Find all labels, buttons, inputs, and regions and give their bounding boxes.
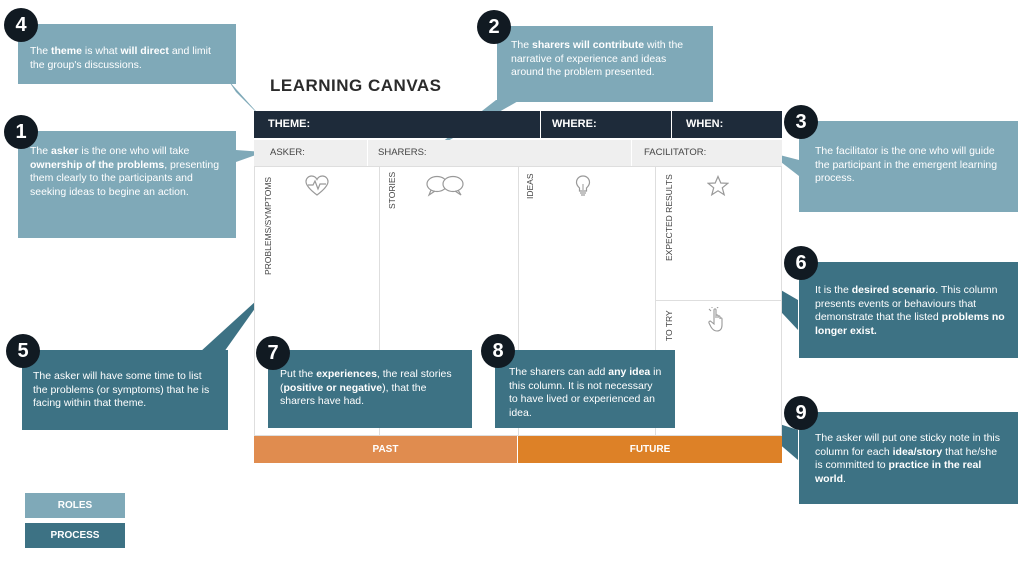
- callout-stories: Put the experiences, the real stories (p…: [268, 350, 472, 428]
- callout-text: ), that the sharers have had.: [280, 381, 427, 408]
- header-divider: [671, 111, 672, 138]
- callout-text: The asker will have some time to list th…: [33, 370, 210, 409]
- roles-divider: [631, 140, 632, 166]
- badge-7: 7: [256, 336, 290, 370]
- callout-bold: idea/story: [892, 445, 943, 458]
- ideas-column-label: IDEAS: [525, 173, 535, 199]
- badge-6: 6: [784, 246, 818, 280]
- column-divider: [518, 167, 519, 435]
- callout-text: The: [30, 145, 52, 157]
- theme-label: THEME:: [268, 118, 311, 130]
- callout-bold: problems no longer exist.: [815, 311, 1005, 337]
- callout-bold: experiences: [316, 368, 377, 380]
- canvas-title: LEARNING CANVAS: [270, 76, 442, 95]
- badge-3: 3: [784, 105, 818, 139]
- legend-roles: ROLES: [25, 493, 125, 518]
- callout-text: The facilitator is the one who will guid…: [815, 145, 998, 184]
- header-bar: THEME: WHERE: WHEN:: [254, 111, 782, 138]
- callout-bold: ownership of the problems: [30, 158, 165, 171]
- callout-text: Put the: [280, 368, 317, 380]
- callout-bold: will direct: [120, 45, 169, 57]
- callout-bold: theme: [51, 45, 82, 57]
- callout-text: with the narrative of experience and ide…: [511, 39, 684, 78]
- callout-text: The asker will put one sticky note in th…: [815, 432, 1001, 458]
- callout-bold: any idea: [608, 366, 651, 378]
- callout-ideas: The sharers can add any idea in this col…: [495, 350, 675, 428]
- when-label: WHEN:: [686, 118, 724, 130]
- callout-text: .: [843, 472, 846, 485]
- to-try-column-label: TO TRY: [664, 310, 674, 341]
- callout-bold: desired scenario: [851, 284, 936, 296]
- stories-column-label: STORIES: [387, 171, 397, 209]
- callout-bold: practice in the real world: [815, 459, 982, 485]
- badge-1: 1: [4, 115, 38, 149]
- legend-process: PROCESS: [25, 523, 125, 548]
- past-bar: PAST: [254, 436, 517, 463]
- badge-5: 5: [6, 334, 40, 368]
- callout-expected-results: It is the desired scenario. This column …: [799, 262, 1018, 358]
- callout-text: It is the: [815, 284, 852, 296]
- callout-text: The sharers can add: [509, 366, 609, 378]
- roles-divider: [367, 140, 368, 166]
- badge-4: 4: [4, 8, 38, 42]
- callout-bold: sharers will contribute: [532, 39, 645, 51]
- callout-theme: The theme is what will direct and limit …: [18, 24, 236, 84]
- lightbulb-icon: [575, 175, 591, 196]
- column-divider: [655, 167, 656, 435]
- pointer-5: [200, 290, 268, 352]
- badge-2: 2: [477, 10, 511, 44]
- row-divider: [655, 300, 781, 301]
- pointer-hand-icon: [708, 307, 723, 332]
- callout-text: The: [30, 45, 52, 57]
- future-bar: FUTURE: [518, 436, 782, 463]
- badge-8: 8: [481, 334, 515, 368]
- star-icon: [707, 175, 729, 197]
- callout-text: that he/she is committed to: [815, 445, 998, 472]
- callout-text: , presenting them clearly to the partici…: [30, 158, 220, 198]
- callout-to-try: The asker will put one sticky note in th…: [799, 412, 1018, 504]
- callout-text: is what: [81, 45, 121, 57]
- where-label: WHERE:: [552, 118, 597, 130]
- callout-text: , the real stories (: [280, 368, 452, 394]
- heart-pulse-icon: [305, 175, 329, 196]
- callout-sharers: The sharers will contribute with the nar…: [497, 26, 713, 102]
- facilitator-label: FACILITATOR:: [644, 147, 707, 158]
- callout-text: and limit the group's discussions.: [30, 45, 211, 71]
- column-divider: [379, 167, 380, 435]
- callout-text: in this column. It is not necessary to h…: [509, 366, 662, 419]
- expected-results-column-label: EXPECTED RESULTS: [664, 174, 674, 261]
- callout-text: . This column presents events or behavio…: [815, 284, 998, 323]
- callout-bold: asker: [51, 145, 79, 157]
- header-divider: [540, 111, 541, 138]
- asker-label: ASKER:: [270, 147, 305, 158]
- callout-text: is the one who will take: [78, 145, 190, 157]
- roles-bar: ASKER: SHARERS: FACILITATOR:: [254, 140, 782, 166]
- sharers-label: SHARERS:: [378, 147, 427, 158]
- problems-column-label: PROBLEMS/SYMPTOMS: [263, 176, 273, 275]
- callout-bold: positive or negative: [283, 381, 383, 394]
- callout-asker: The asker is the one who will take owner…: [18, 131, 236, 238]
- callout-problems: The asker will have some time to list th…: [22, 350, 228, 430]
- callout-text: The: [511, 39, 533, 51]
- badge-9: 9: [784, 396, 818, 430]
- speech-bubbles-icon: [426, 175, 464, 197]
- pointer-4: [228, 80, 262, 118]
- callout-facilitator: The facilitator is the one who will guid…: [799, 121, 1018, 212]
